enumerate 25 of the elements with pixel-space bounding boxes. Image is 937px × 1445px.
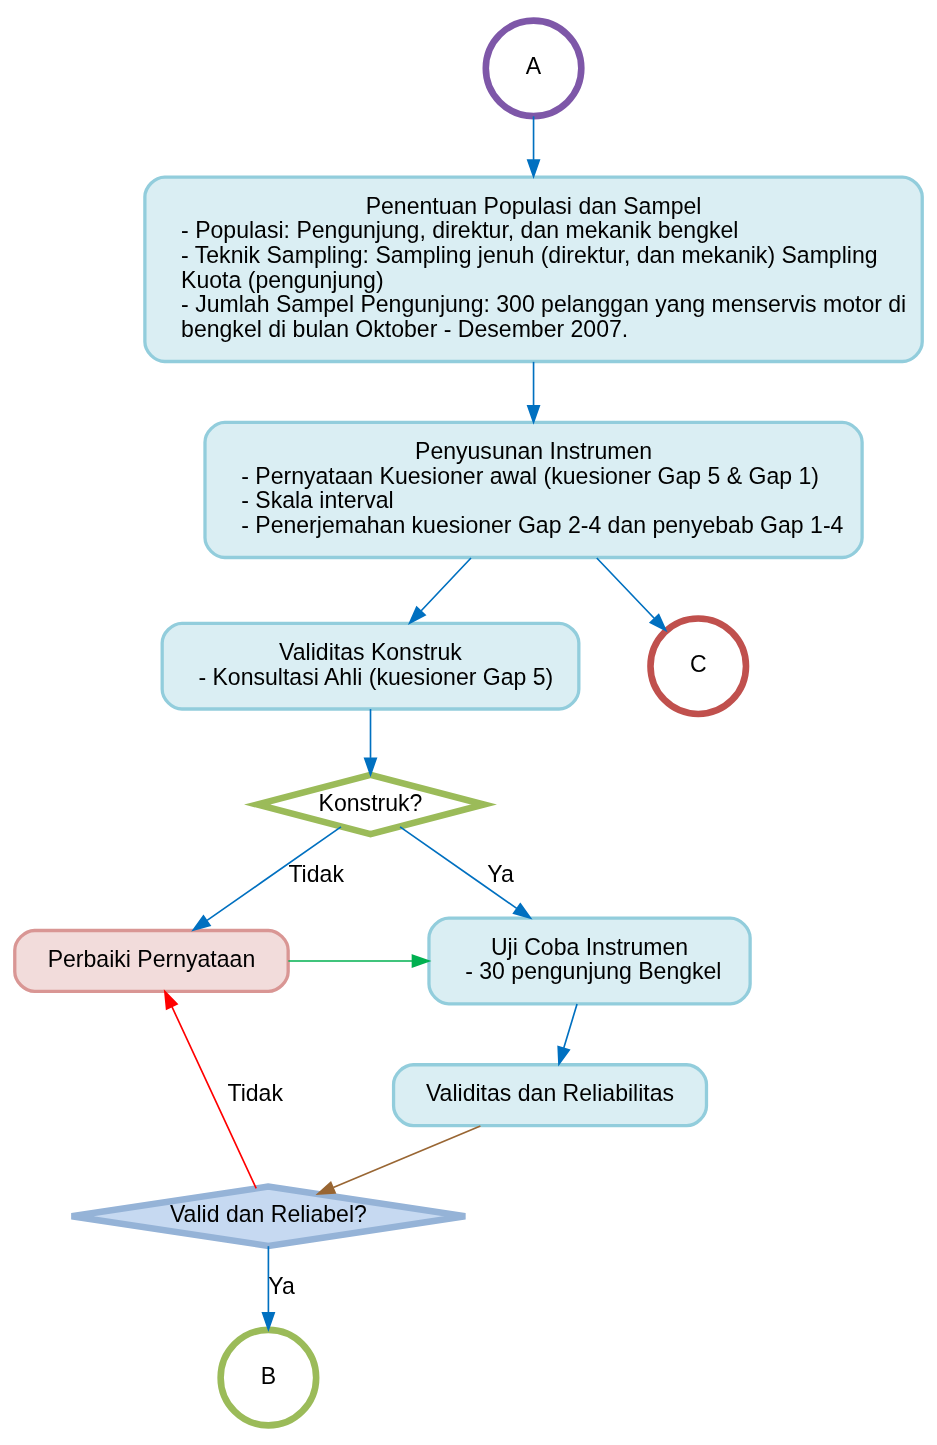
arrow [287, 953, 432, 968]
arrow [595, 556, 668, 632]
node-box: Perbaiki Pernyataan [13, 928, 290, 993]
arrow [315, 1124, 482, 1195]
node-circle: A [482, 16, 585, 119]
arrow [399, 825, 533, 919]
arrow [526, 115, 541, 179]
node-box: Validitas Konstruk - Konsultasi Ahli (kuesioner Gap 5) [160, 621, 581, 711]
node-box: Penentuan Populasi dan Sampel - Populasi: Pengunjung, direktur, dan mekanik bengkel - Teknik Sampling: Sampling jenuh (direktur, dan mekanik) Sampling Kuota (pengunjung) - Jumlah Sampel Pengunjung: 300 pelanggan yang menservis motor di bengkel di bulan Oktober - Desember 2007. [143, 174, 924, 363]
arrow [557, 1002, 578, 1066]
arrow [163, 988, 258, 1189]
arrow [261, 1244, 276, 1332]
arrow [407, 556, 472, 625]
edge-label: Ya [487, 860, 514, 887]
edge-label: Tidak [227, 1079, 283, 1106]
edge-label: Ya [268, 1272, 295, 1299]
node-box: Validitas dan Reliabilitas [391, 1062, 709, 1127]
arrow [191, 825, 342, 932]
arrow [363, 707, 378, 777]
edge-label: Tidak [288, 860, 344, 887]
node-circle: B [217, 1326, 320, 1429]
node-box: Penyusunan Instrumen - Pernyataan Kuesioner awal (kuesioner Gap 5 & Gap 1) - Skala interval - Penerjemahan kuesioner Gap 2-4 dan penyebab Gap 1-4 [203, 420, 864, 559]
node-box: Uji Coba Instrumen - 30 pengunjung Bengkel [427, 916, 752, 1005]
arrow [526, 360, 541, 425]
node-diamond: Konstruk? [244, 770, 497, 838]
